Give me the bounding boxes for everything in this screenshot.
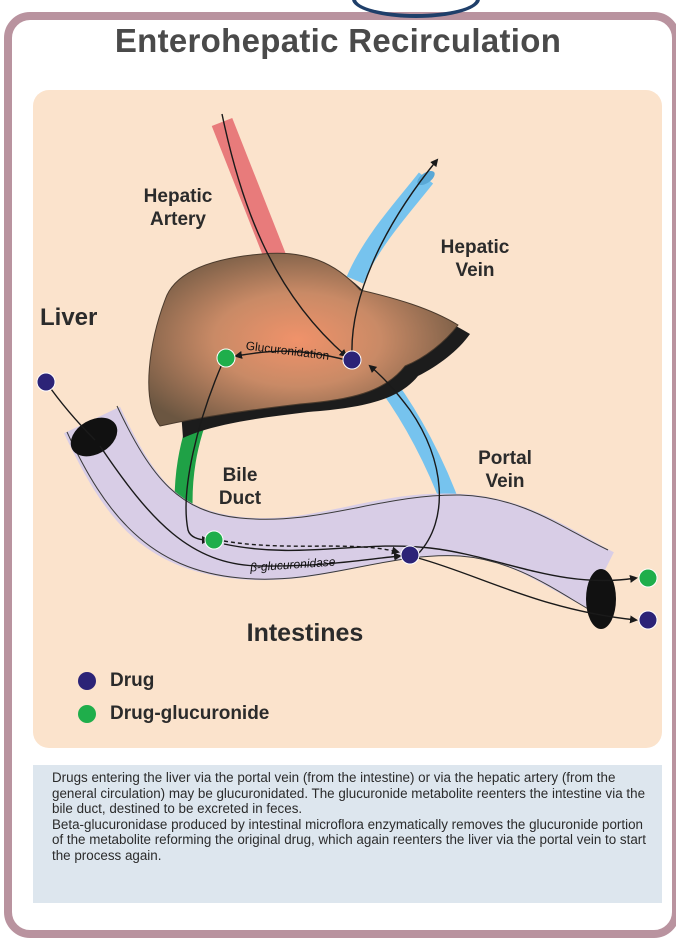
caption-paragraph-2: Beta-glucuronidase produced by intestina… <box>52 817 652 864</box>
legend-glucuronide-label: Drug-glucuronide <box>110 703 269 725</box>
portal-vein-label: Portal Vein <box>450 447 560 493</box>
intestine <box>92 420 600 580</box>
portal-vein-label-line2: Vein <box>450 470 560 493</box>
hepatic-vein-label: Hepatic Vein <box>415 236 535 282</box>
hepatic-artery-label-line1: Hepatic <box>118 185 238 208</box>
glucuronide-dot-liver <box>217 349 235 367</box>
hepatic-vein-label-line2: Vein <box>415 259 535 282</box>
legend-drug-dot <box>78 672 96 690</box>
hepatic-artery-label: Hepatic Artery <box>118 185 238 231</box>
hepatic-vein-label-line1: Hepatic <box>415 236 535 259</box>
drug-dot-liver <box>343 351 361 369</box>
glucuronide-dot-intestine <box>205 531 223 549</box>
glucuronide-dot-excreted <box>639 569 657 587</box>
intestines-label: Intestines <box>200 622 410 645</box>
liver-label: Liver <box>40 306 130 329</box>
drug-dot-excreted <box>639 611 657 629</box>
portal-vein-label-line1: Portal <box>450 447 560 470</box>
bile-duct-label-line2: Duct <box>190 487 290 510</box>
caption-paragraph-1: Drugs entering the liver via the portal … <box>52 770 652 817</box>
intestine-opening-right <box>586 569 616 629</box>
bile-duct-label: Bile Duct <box>190 464 290 510</box>
legend-glucuronide-dot <box>78 705 96 723</box>
legend-item-drug-glucuronide: Drug-glucuronide <box>78 703 269 725</box>
legend-item-drug: Drug <box>78 670 154 692</box>
hepatic-artery-label-line2: Artery <box>118 208 238 231</box>
bile-duct-label-line1: Bile <box>190 464 290 487</box>
legend-drug-label: Drug <box>110 670 154 692</box>
drug-dot-systemic <box>37 373 55 391</box>
caption: Drugs entering the liver via the portal … <box>52 770 652 864</box>
liver <box>149 253 458 426</box>
drug-dot-intestine <box>401 546 419 564</box>
